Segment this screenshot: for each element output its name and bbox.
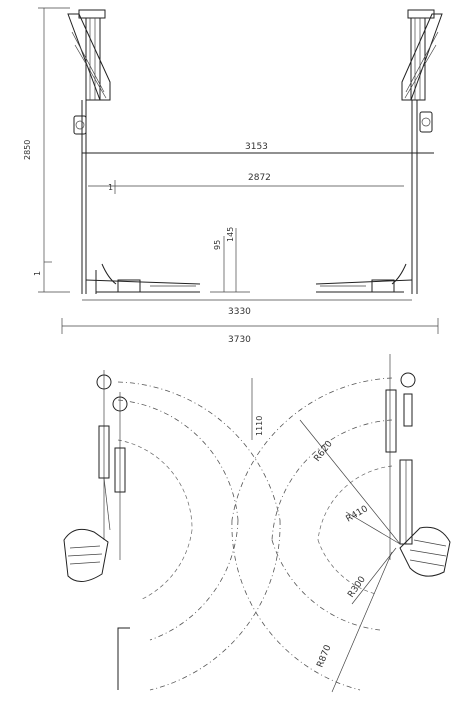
right-column-upper [410, 17, 426, 101]
radius-large-label: R620 [312, 439, 334, 464]
radius-large-line [299, 419, 401, 545]
right-swing-arc-inner [317, 465, 393, 541]
radius-outer-line [331, 551, 393, 693]
right-arm-inner-tube [385, 389, 397, 453]
small-dimension-label: 1 [33, 271, 42, 276]
left-swing-arc-inner [117, 439, 193, 531]
left-lift-pad [63, 528, 109, 582]
overall-width-label: 3730 [228, 335, 251, 345]
left-brace-hatch [71, 31, 105, 93]
right-pad-rib [413, 539, 447, 547]
left-lift-pad-assembly [63, 528, 109, 582]
right-brace-hatch [405, 31, 439, 93]
left-column-cap [78, 9, 106, 19]
left-pad-rib-2 [67, 553, 103, 557]
left-swing-arc-inner-lower [139, 529, 193, 601]
right-arm-pad-curve [391, 263, 407, 285]
left-pad-rib-3 [69, 561, 101, 565]
right-brace-hatch-2 [404, 44, 437, 99]
arm-height-label-2: 145 [226, 227, 235, 242]
top-span-label: 3153 [245, 142, 268, 152]
arm-height-label-1: 95 [213, 240, 222, 250]
right-swing-arc-outer [231, 377, 393, 521]
left-arm-pad-curve [101, 263, 117, 285]
left-swing-arc-mid-lower [149, 519, 239, 641]
left-lift-arm [85, 279, 201, 285]
left-column-brace [67, 13, 111, 101]
right-column-cap [407, 9, 435, 19]
left-swing-arc-mid [117, 399, 239, 521]
left-arm-carriage [117, 279, 141, 293]
right-column-top-circle [400, 372, 416, 388]
base-width-label: 3330 [228, 307, 251, 317]
right-column-brace [401, 13, 443, 101]
left-floor-outline [117, 627, 130, 690]
left-swing-arc-outer [117, 381, 281, 521]
right-motor-detail [421, 117, 431, 127]
right-arm-short-tube [403, 393, 413, 427]
radius-small-line [345, 511, 401, 545]
right-lift-pad-assembly [399, 526, 451, 577]
radius-small-label: R410 [345, 504, 371, 525]
height-dimension-label: 2850 [23, 140, 32, 160]
right-swing-arc-outer-lower [231, 519, 361, 691]
left-swing-arc-outer-lower [149, 519, 281, 691]
top-view: 1110 R620 R410 R870 R300 [63, 354, 451, 693]
arm-marker-label: 1 [108, 183, 113, 192]
right-pad-rib-3 [409, 559, 445, 567]
left-arm-link [103, 477, 111, 531]
right-column-motor [419, 111, 433, 133]
right-swing-arc-mid-lower [271, 539, 381, 631]
right-swing-arc-inner-lower [317, 539, 377, 595]
radius-arm-label: R300 [346, 575, 368, 600]
vertical-note-label: 1110 [255, 416, 264, 436]
left-pad-rib [69, 545, 101, 549]
left-arm-outer-tube [114, 447, 126, 493]
left-motor-detail [75, 120, 85, 130]
left-brace-hatch-2 [74, 44, 107, 99]
right-pad-rib-2 [409, 549, 447, 557]
right-swing-arc-mid [271, 419, 393, 541]
left-column-upper [85, 17, 101, 101]
right-lift-pad [399, 526, 451, 577]
inner-span-label: 2872 [248, 173, 271, 183]
left-column-motor [73, 115, 87, 135]
radius-outer-label: R870 [316, 643, 334, 669]
front-view: 2850 1 3153 2872 1 [23, 7, 443, 345]
right-arm-carriage [371, 279, 395, 293]
radius-arm-line [351, 547, 397, 605]
right-lift-arm [315, 279, 413, 285]
